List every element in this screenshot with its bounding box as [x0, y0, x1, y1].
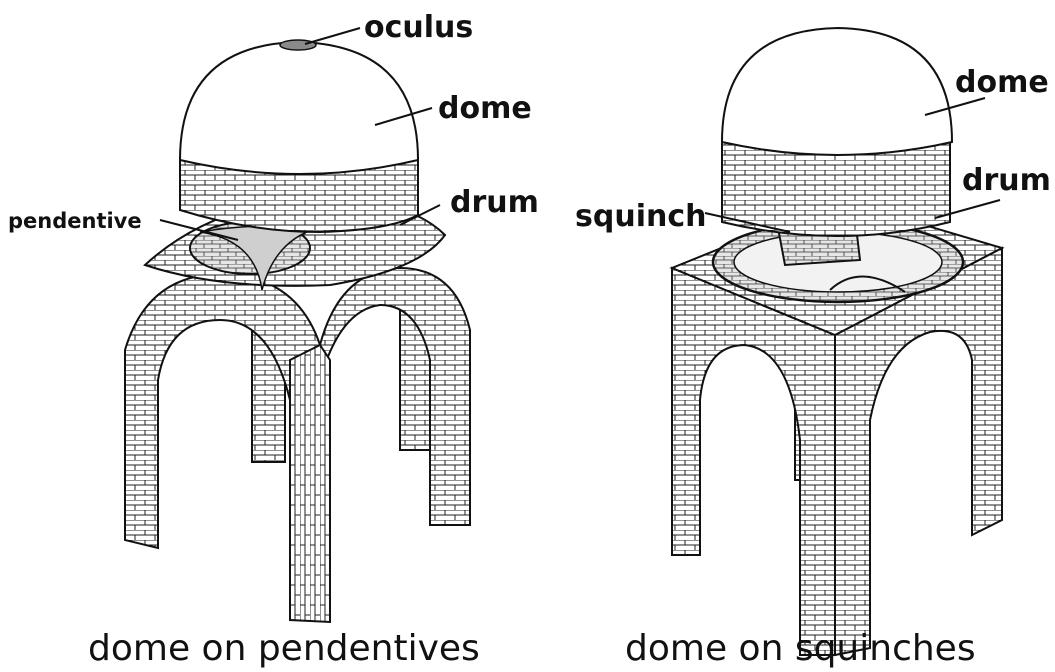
- pendentive-structure: [125, 40, 470, 622]
- right-caption: dome on squinches: [625, 628, 976, 669]
- oculus-label: oculus: [364, 10, 473, 45]
- front-right-arch: [320, 268, 470, 525]
- left-drum-label: drum: [450, 185, 539, 220]
- right-drum-label: drum: [962, 163, 1051, 198]
- right-dome: [722, 28, 952, 155]
- squinch-label: squinch: [575, 199, 706, 234]
- cube-left-face: [672, 268, 835, 655]
- right-dome-label: dome: [955, 65, 1049, 100]
- left-caption: dome on pendentives: [88, 628, 480, 669]
- pendentive-label: pendentive: [8, 209, 142, 233]
- squinch-structure: [672, 28, 1002, 655]
- dome: [180, 42, 418, 174]
- left-dome-label: dome: [438, 91, 532, 126]
- front-center-pier: [290, 345, 330, 622]
